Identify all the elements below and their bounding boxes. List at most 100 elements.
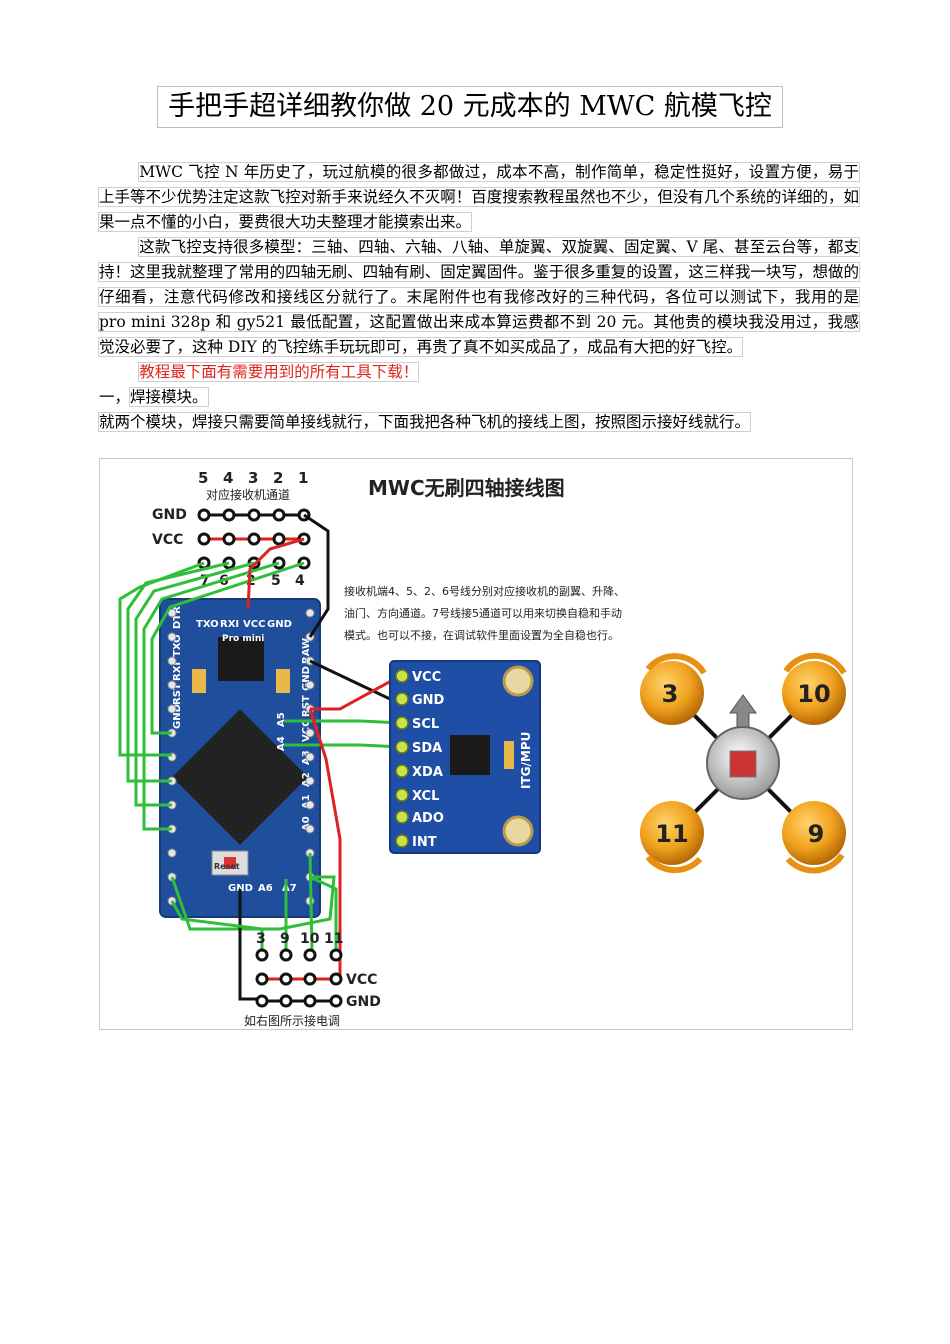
- receiver-number: 1: [298, 469, 308, 487]
- quadcopter-layout: 3 10 11 9: [640, 652, 847, 874]
- receiver-vcc-label: VCC: [152, 532, 183, 548]
- esc-number: 9: [280, 931, 290, 947]
- support-paragraph: 这款飞控支持很多模型：三轴、四轴、六轴、八轴、单旋翼、双旋翼、固定翼、V 尾、甚…: [98, 235, 860, 360]
- board-pin-labels: TXO RXI VCC GND Pro mini Reset GND A6 A7: [196, 619, 297, 894]
- board-label: RST: [301, 695, 312, 717]
- board-label: DTR: [172, 606, 183, 629]
- section-heading: 一，焊接模块。: [99, 385, 859, 410]
- esc-number: 10: [300, 931, 320, 947]
- board-label: VCC: [243, 619, 265, 630]
- motor-rear-right: [782, 801, 846, 865]
- wiring-diagram: MWC无刷四轴接线图 5 4 3 2 1 对应接收机通道 GND VCC: [118, 469, 847, 1028]
- esc-number: 11: [324, 931, 343, 947]
- wiring-note: 接收机端4、5、2、6号线分别对应接收机的副翼、升降、 油门、方向通道。7号线接…: [344, 584, 625, 642]
- section-number: 一，: [99, 388, 131, 406]
- board-label: GND: [172, 704, 183, 729]
- pin-number: 7: [200, 573, 210, 589]
- mpu-chip: [450, 735, 490, 775]
- sensor-gnd-wire: [309, 659, 402, 701]
- board-label: RST: [172, 683, 183, 705]
- board-capacitor: [192, 669, 206, 693]
- mount-hole: [502, 815, 534, 847]
- rotation-arrow-icon: [785, 853, 845, 874]
- receiver-caption: 对应接收机通道: [206, 487, 290, 502]
- sensor-chip-label: ITG/MPU: [519, 732, 533, 789]
- sensor-pin-label: VCC: [412, 670, 441, 685]
- sensor-scl-wire: [284, 719, 403, 725]
- note-line: 模式。也可以不接，在调试软件里面设置为全自稳也行。: [344, 628, 619, 642]
- board-label: GND: [301, 666, 312, 691]
- sensor-pin-labels: VCC GND SCL SDA XDA XCL ADO INT: [412, 670, 445, 850]
- receiver-number: 2: [273, 469, 283, 487]
- direction-arrow-icon: [729, 694, 757, 728]
- sensor-pin-label: INT: [412, 835, 437, 850]
- rotation-arrow-icon: [783, 652, 847, 675]
- esc-header-pins: [255, 948, 343, 1008]
- receiver-vcc-wire: [246, 537, 305, 610]
- motor-numbers: 3 10 11 9: [655, 680, 830, 848]
- note-line: 接收机端4、5、2、6号线分别对应接收机的副翼、升降、: [344, 584, 625, 598]
- wiring-diagram-figure: MWC无刷四轴接线图 5 4 3 2 1 对应接收机通道 GND VCC: [99, 458, 853, 1030]
- receiver-number: 4: [223, 469, 233, 487]
- board-label: GND: [267, 619, 292, 630]
- reset-button-cap: [224, 857, 236, 869]
- receiver-gnd-label: GND: [152, 507, 187, 523]
- sensor-pin-label: SDA: [412, 741, 442, 756]
- motor-number: 11: [655, 820, 688, 848]
- page-title: 手把手超详细教你做 20 元成本的 MWC 航模飞控: [157, 86, 783, 128]
- receiver-number: 3: [248, 469, 258, 487]
- board-label: RXI: [172, 662, 183, 681]
- mount-hole: [502, 665, 534, 697]
- board-label: A0: [301, 816, 312, 831]
- board-label: TXO: [196, 619, 219, 630]
- motor-number: 9: [808, 820, 825, 848]
- rotation-arrow-icon: [645, 855, 703, 874]
- document-body: MWC 飞控 N 年历史了，玩过航模的很多都做过，成本不高，制作简单，稳定性挺好…: [97, 160, 860, 435]
- board-label: GND: [228, 883, 253, 894]
- board-capacitor: [276, 669, 290, 693]
- esc-gnd-label: GND: [346, 994, 381, 1010]
- board-label: A5: [276, 712, 287, 727]
- sensor-vcc-wire: [310, 673, 403, 711]
- board-label: A1: [301, 794, 312, 809]
- support-text: 这款飞控支持很多模型：三轴、四轴、六轴、八轴、单旋翼、双旋翼、固定翼、V 尾、甚…: [98, 237, 860, 357]
- sensor-pin-label: ADO: [412, 811, 444, 826]
- receiver-channel-numbers: 5 4 3 2 1: [198, 469, 308, 487]
- pin-number: 5: [271, 573, 281, 589]
- tools-download-notice[interactable]: 教程最下面有需要用到的所有工具下载！: [138, 362, 420, 382]
- motor-number: 3: [662, 680, 679, 708]
- board-label: A7: [282, 883, 297, 894]
- rotation-arrow-icon: [645, 653, 707, 675]
- atmega-chip: [172, 709, 308, 845]
- note-line: 油门、方向通道。7号线接5通道可以用来切换自稳和手动: [344, 606, 622, 620]
- board-label: Reset: [214, 862, 240, 871]
- intro-text: MWC 飞控 N 年历史了，玩过航模的很多都做过，成本不高，制作简单，稳定性挺好…: [98, 162, 860, 232]
- board-pin-holes: [167, 608, 315, 906]
- sensor-pin-label: XCL: [412, 789, 439, 804]
- sensor-pin-label: XDA: [412, 765, 443, 780]
- diagram-title: MWC无刷四轴接线图: [368, 476, 565, 500]
- intro-paragraph: MWC 飞控 N 年历史了，玩过航模的很多都做过，成本不高，制作简单，稳定性挺好…: [98, 160, 860, 235]
- board-label: A6: [258, 883, 273, 894]
- esc-channel-numbers: 3 9 10 11: [256, 931, 343, 947]
- sensor-pin-label: GND: [412, 693, 445, 708]
- sensor-capacitor: [504, 741, 514, 769]
- section-text-line: 就两个模块，焊接只需要简单接线就行，下面我把各种飞机的接线上图，按照图示接好线就…: [97, 410, 859, 435]
- receiver-number: 5: [198, 469, 208, 487]
- esc-caption: 如右图所示接电调: [244, 1013, 340, 1028]
- board-label: A4: [276, 736, 287, 751]
- voltage-regulator: [218, 637, 264, 681]
- board-label: TXO: [172, 634, 183, 657]
- section-text: 就两个模块，焊接只需要简单接线就行，下面我把各种飞机的接线上图，按照图示接好线就…: [97, 412, 752, 432]
- receiver-header-pins: [197, 508, 311, 570]
- esc-vcc-label: VCC: [346, 972, 377, 988]
- sensor-sda-wire: [284, 743, 403, 749]
- pin-number: 4: [295, 573, 305, 589]
- motor-number: 10: [797, 680, 830, 708]
- motor-rear-left: [640, 801, 704, 865]
- esc-number: 3: [256, 931, 266, 947]
- board-label: RAW: [301, 638, 312, 664]
- board-label: RXI: [220, 619, 239, 630]
- motor-front-left: [640, 661, 704, 725]
